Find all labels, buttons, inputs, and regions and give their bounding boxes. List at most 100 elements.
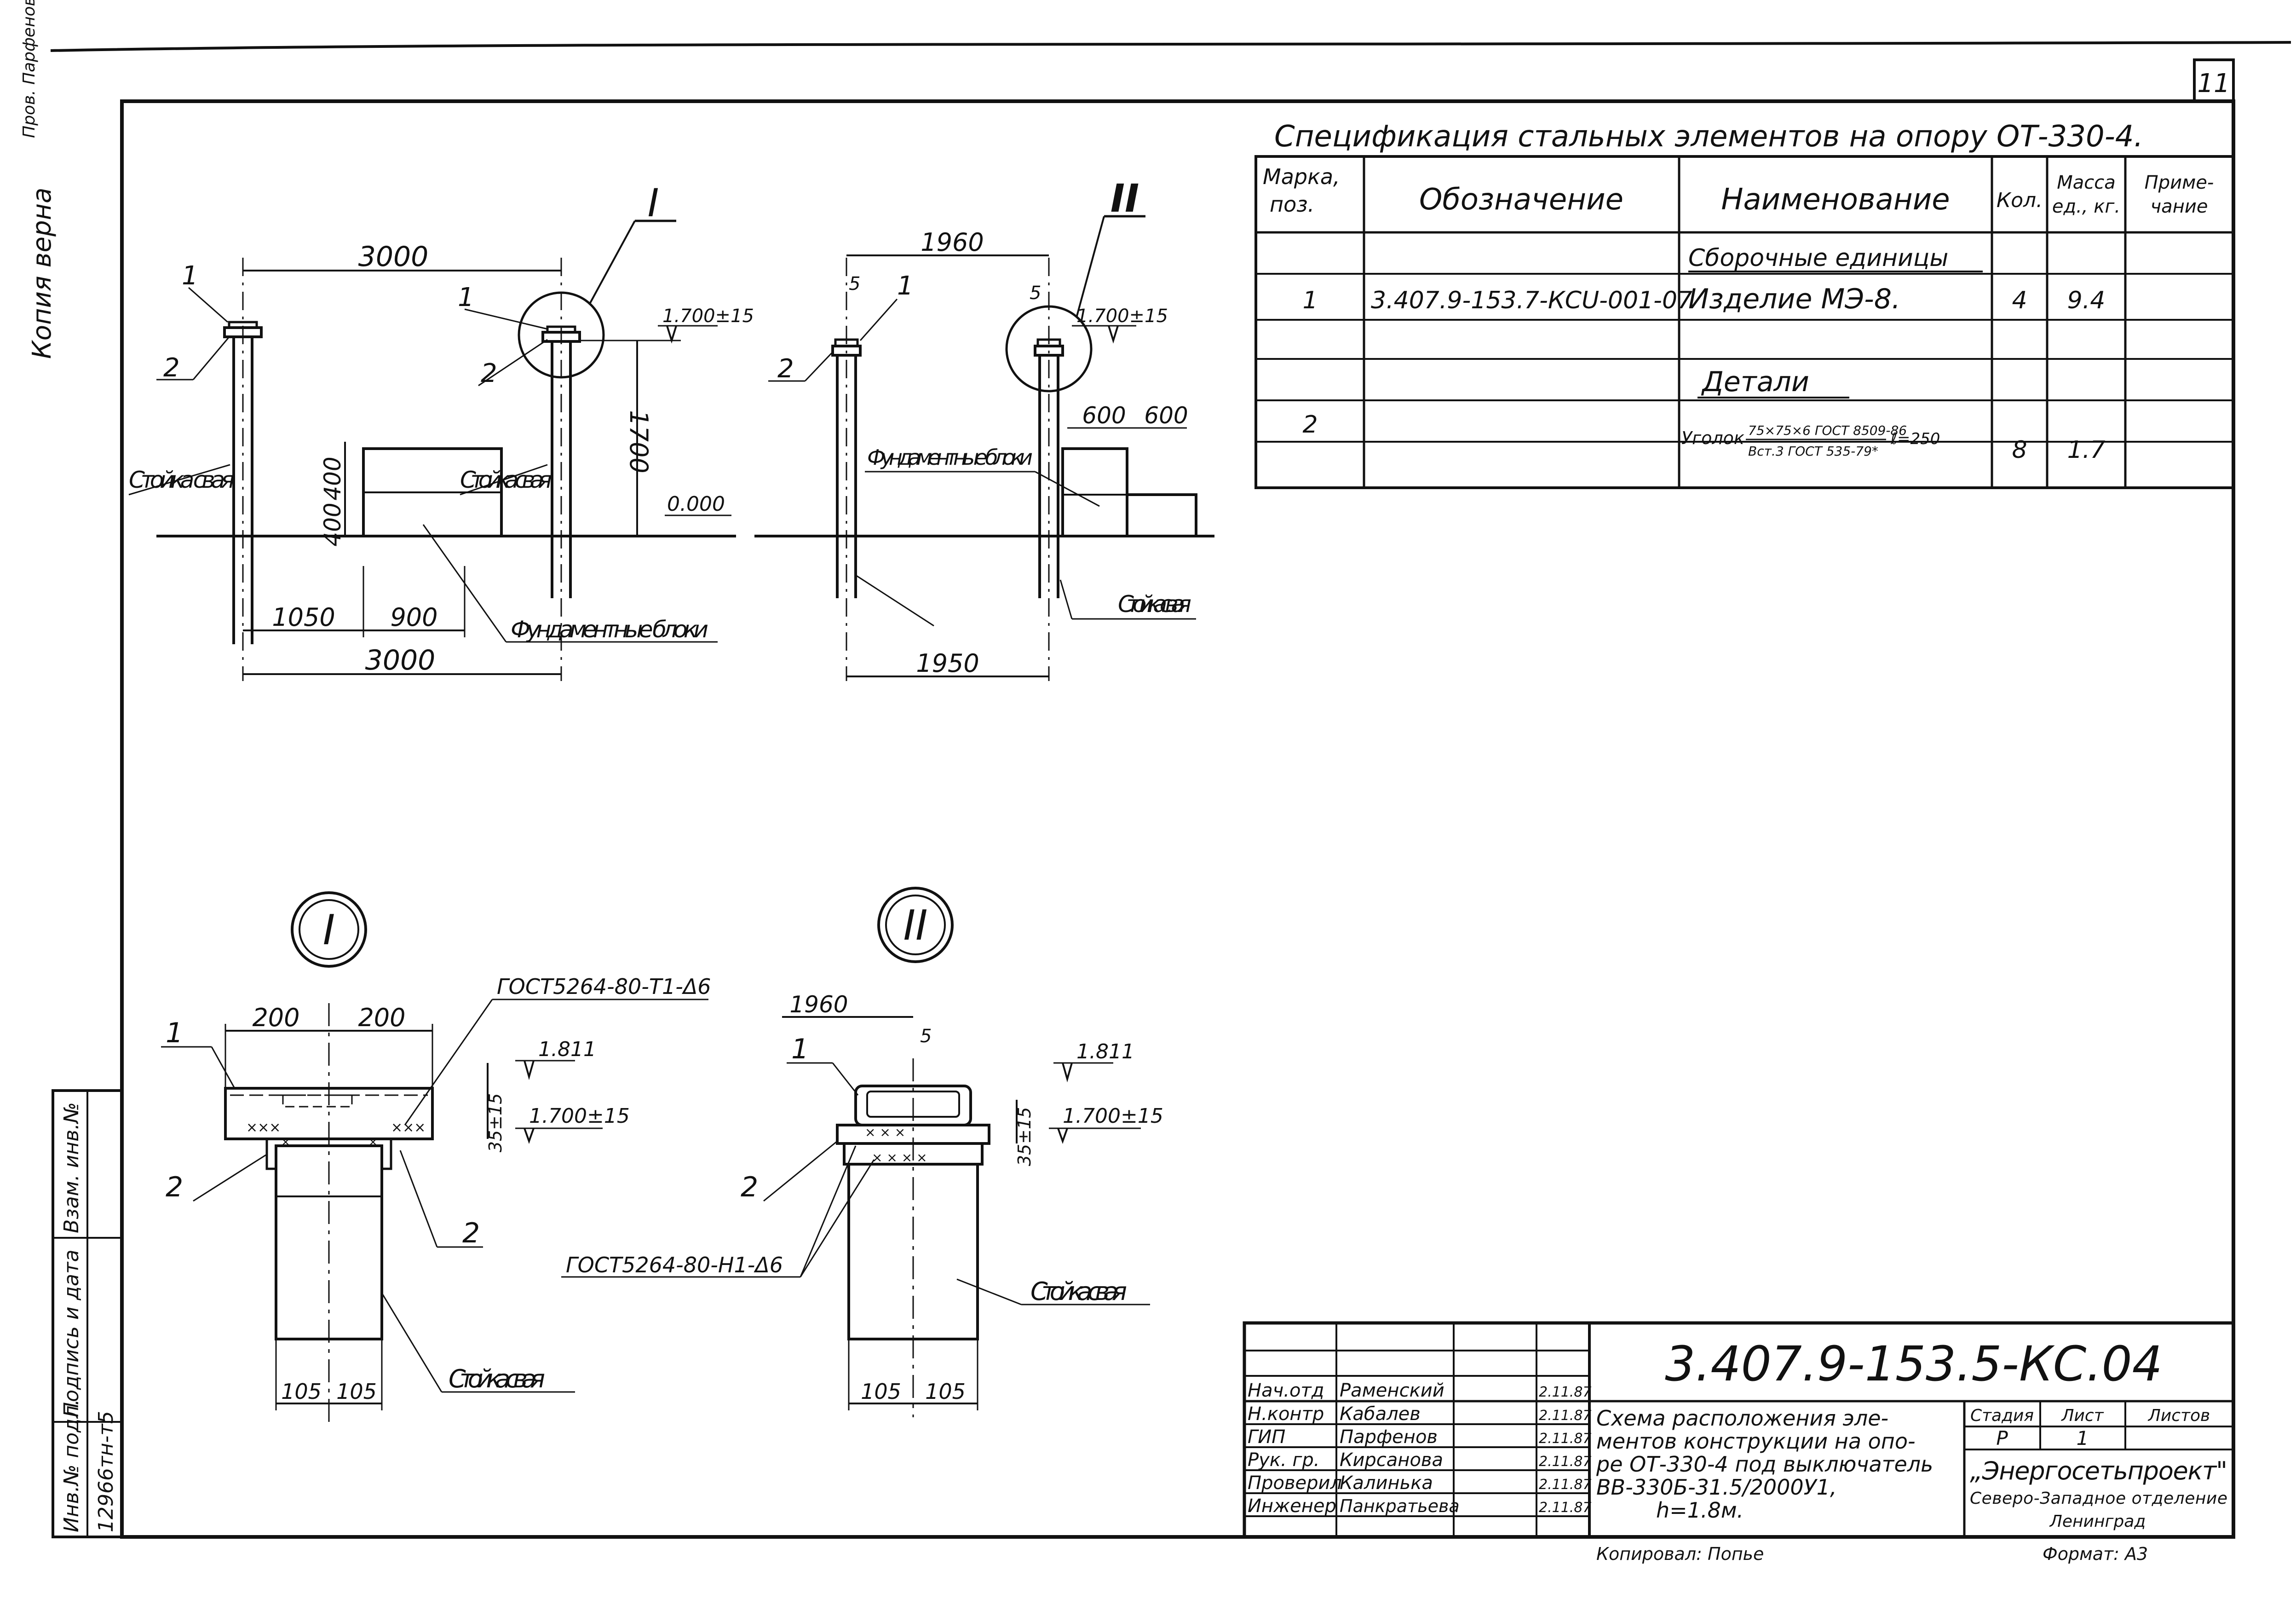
- svg-text:×××: ×××: [391, 1120, 426, 1136]
- svg-text:2.11.87: 2.11.87: [1539, 1384, 1592, 1400]
- side-stamp-vz: Взам. инв.№: [60, 1102, 83, 1233]
- spec-row3-mark: 2: [1302, 411, 1318, 439]
- view2-dim-600b: 600: [1144, 402, 1188, 429]
- view2-pos-1: 1: [897, 271, 914, 301]
- view1-dim-1050: 1050: [272, 603, 335, 632]
- detail1-dim-105b: 105: [336, 1379, 377, 1404]
- svg-text:2.11.87: 2.11.87: [1539, 1477, 1592, 1493]
- side-stamp-sign: Подпись и дата: [60, 1250, 83, 1417]
- view1-dim-400a: 400: [319, 456, 346, 500]
- sheet-frame: [120, 99, 2235, 1539]
- titleblock-sheet: 1: [2077, 1427, 2089, 1449]
- svg-text:×××: ×××: [246, 1120, 281, 1136]
- detail1-elev-mid: 1.700±15: [529, 1104, 630, 1128]
- svg-text:Проверил: Проверил: [1248, 1472, 1342, 1494]
- detail1-pos-2b: 2: [462, 1217, 480, 1249]
- svg-text:2.11.87: 2.11.87: [1539, 1431, 1592, 1447]
- svg-text:× × ×: × × ×: [865, 1125, 905, 1140]
- detail1-elev-top: 1.811: [538, 1038, 596, 1061]
- view1-elevation: I 3000 3000 1050 900 400 400 1700 1.700±…: [128, 180, 754, 681]
- sheet-number-box: [2193, 58, 2235, 103]
- svg-text:Парфенов: Парфенов: [1340, 1426, 1438, 1448]
- spec-row3-name-suffix: ℓ=250: [1890, 430, 1940, 448]
- detail2-label-post: Стойка свая: [1030, 1277, 1127, 1306]
- view1-dim-bottom: 3000: [365, 644, 436, 676]
- spec-header-designation: Обозначение: [1419, 183, 1623, 217]
- spec-row1-mass: 9.4: [2067, 287, 2106, 314]
- detail1-pos-1: 1: [166, 1017, 183, 1049]
- detail2-dim-1960: 1960: [789, 991, 848, 1018]
- svg-text:Кабалев: Кабалев: [1340, 1403, 1421, 1425]
- view1-dim-1700: 1700: [624, 410, 653, 473]
- side-stamp-inv: Инв.№ подл.: [60, 1399, 83, 1532]
- svg-text:Инженер: Инженер: [1248, 1496, 1336, 1517]
- detail1-label: I: [323, 906, 335, 954]
- spec-header-mass-2: ед., кг.: [2052, 196, 2120, 217]
- view2-detail-circle: [1005, 305, 1093, 393]
- titleblock: 3.407.9-153.5-КС.04 Нач.отд Раменский 2.…: [1243, 1321, 2235, 1539]
- svg-text:Н.контр: Н.контр: [1248, 1403, 1324, 1425]
- titleblock-stage: Р: [1996, 1427, 2008, 1449]
- detail1-dim-105a: 105: [281, 1379, 322, 1404]
- side-stamp: Взам. инв.№ Подпись и дата Инв.№ подл. 1…: [52, 1089, 123, 1538]
- view1-dim-top: 3000: [358, 241, 429, 273]
- detail2-pos-1: 1: [791, 1033, 809, 1065]
- sheet-top-edge: [50, 41, 2291, 52]
- view2-elevation: II 1960 1950 5 5 600 600 1.700±15 1 2 Фу…: [754, 176, 1214, 681]
- view1-elev-zero: 0.000: [667, 492, 725, 516]
- view1-pos-2a: 2: [163, 353, 180, 383]
- titleblock-org-1: „Энергосетьпроект": [1970, 1456, 2227, 1485]
- spec-header-mark-2: поз.: [1270, 192, 1314, 217]
- format-label: Формат: А3: [2043, 1544, 2148, 1564]
- view2-dim-bottom: 1950: [916, 649, 979, 678]
- detail2-label: II: [903, 901, 927, 950]
- detail2: II × × × × × × × 1960 5 105 105 35±15 1.…: [561, 887, 1163, 1417]
- view2-pos-2: 2: [777, 354, 794, 384]
- svg-text:× × × ×: × × × ×: [872, 1150, 927, 1165]
- spec-header-note: Приме-: [2145, 172, 2214, 193]
- spec-header-mark: Марка,: [1263, 164, 1340, 189]
- titleblock-stage-h: Стадия: [1970, 1406, 2034, 1425]
- spec-row3-name: Уголок: [1681, 428, 1744, 448]
- svg-text:ГИП: ГИП: [1248, 1426, 1285, 1448]
- titleblock-desc-1: Схема расположения эле-: [1596, 1406, 1888, 1431]
- svg-text:Калинька: Калинька: [1340, 1472, 1433, 1494]
- spec-row-details: Детали: [1701, 366, 1809, 398]
- svg-text:Рук. гр.: Рук. гр.: [1248, 1449, 1320, 1471]
- svg-text:Раменский: Раменский: [1340, 1380, 1444, 1401]
- view1-dim-900: 900: [390, 603, 437, 632]
- spec-header-note-2: чание: [2151, 196, 2208, 217]
- detail2-dim-105b: 105: [925, 1379, 966, 1404]
- svg-text:Нач.отд: Нач.отд: [1248, 1380, 1324, 1401]
- spec-row1-mark: 1: [1302, 287, 1318, 314]
- detail2-pos-2: 2: [741, 1171, 758, 1203]
- spec-row1-qty: 4: [2012, 287, 2027, 314]
- view1-label-blocks: Фундаментные блоки: [511, 616, 708, 643]
- view1-dim-400b: 400: [319, 502, 346, 546]
- view1-pos-1b: 1: [458, 283, 474, 312]
- view1-detail-circle: [518, 291, 605, 379]
- detail2-dim-35: 35±15: [1014, 1107, 1035, 1166]
- copied-by: Копировал: Попье: [1596, 1544, 1764, 1564]
- detail1-dim-200b: 200: [358, 1003, 405, 1032]
- view2-dim-5a: 5: [849, 273, 860, 294]
- view2-dim-top: 1960: [921, 228, 984, 257]
- svg-text:Кирсанова: Кирсанова: [1340, 1449, 1443, 1471]
- titleblock-org-3: Ленинград: [2049, 1512, 2146, 1531]
- spec-header-name: Наименование: [1721, 183, 1950, 217]
- view1-pos-1a: 1: [182, 261, 198, 291]
- stamp-corner-note: Пров. Парфенов: [20, 0, 39, 138]
- detail1-pos-2a: 2: [166, 1171, 183, 1203]
- titleblock-people: Нач.отд Раменский 2.11.87 Н.контр Кабале…: [1248, 1380, 1592, 1517]
- titleblock-sheets-h: Листов: [2147, 1406, 2210, 1425]
- spec-row3-name-bottom: Вст.3 ГОСТ 535-79*: [1748, 444, 1878, 459]
- titleblock-sheet-h: Лист: [2060, 1406, 2104, 1425]
- titleblock-code: 3.407.9-153.5-КС.04: [1665, 1336, 2163, 1392]
- detail1-weld: ГОСТ5264-80-Т1-Δ6: [497, 974, 711, 999]
- spec-row3-mass: 1.7: [2067, 436, 2106, 464]
- view1-elev-top: 1.700±15: [662, 306, 754, 327]
- view1-label: I: [648, 180, 659, 225]
- titleblock-desc-5: h=1.8м.: [1656, 1498, 1744, 1523]
- detail2-elev-mid: 1.700±15: [1063, 1104, 1163, 1128]
